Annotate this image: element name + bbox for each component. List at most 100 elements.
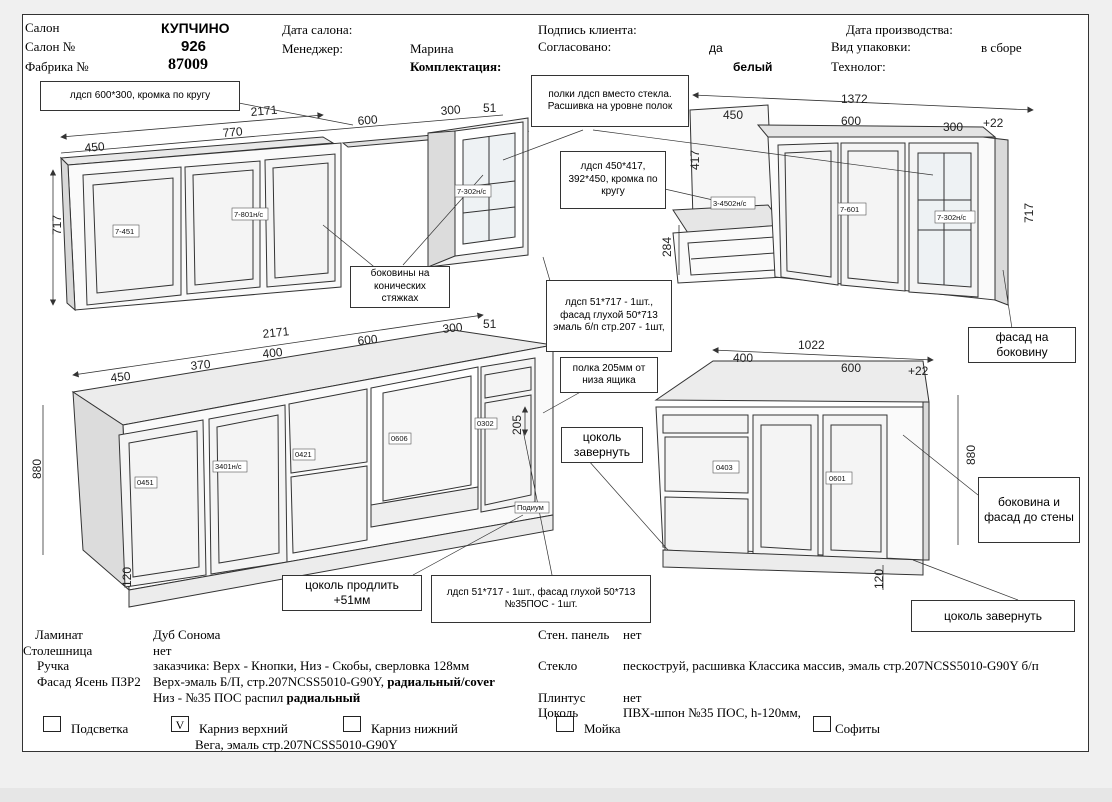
plinth-value: нет — [623, 690, 642, 705]
dim-top-right-450: 450 — [723, 108, 743, 122]
packing-label: Вид упаковки: — [831, 39, 911, 54]
agreed-label: Согласовано: — [538, 39, 612, 54]
tag-0606: 0606 — [391, 434, 408, 443]
dim-bot-left-51: 51 — [483, 317, 497, 331]
dim-top-left-300: 300 — [440, 102, 461, 118]
factory-value: 87009 — [168, 56, 208, 73]
dim-bot-left-300: 300 — [442, 320, 464, 336]
note-plinth-wrap-1: цоколь завернуть — [561, 427, 643, 463]
lower-right-base-cabinets — [654, 360, 930, 576]
laminate-label: Ламинат — [35, 627, 83, 642]
tag-0451: 0451 — [137, 478, 154, 487]
dim-bot-right-22: +22 — [908, 364, 929, 378]
cornice-top-checkbox[interactable]: V — [171, 716, 189, 732]
tag-34502: 3-4502н/с — [713, 199, 747, 208]
note-ldsp-450x417: лдсп 450*417, 392*450, кромка по кругу — [560, 151, 666, 209]
tag-3401: 3401н/с — [215, 462, 242, 471]
tag-7302a: 7-302н/с — [457, 187, 486, 196]
salon-value: КУПЧИНО — [161, 20, 230, 36]
wall-panel-value: нет — [623, 627, 642, 642]
glass-value: пескоструй, расшивка Классика массив, эм… — [623, 658, 1039, 673]
cornice-bottom-checkbox[interactable] — [343, 716, 361, 732]
upper-right-cabinets — [672, 104, 1009, 306]
tag-0601: 0601 — [829, 474, 846, 483]
note-conical-ties: боковины на конических стяжках — [350, 266, 450, 308]
dim-top-right-300: 300 — [943, 120, 963, 134]
packing-value: в сборе — [981, 40, 1022, 55]
manager-value: Марина — [410, 41, 454, 56]
note-ldsp-51x717-bottom: лдсп 51*717 - 1шт., фасад глухой 50*713 … — [431, 575, 651, 623]
handle-label: Ручка — [37, 658, 70, 673]
glass-label: Стекло — [538, 658, 578, 673]
dim-top-right-417: 417 — [688, 150, 702, 170]
production-date-label: Дата производства: — [846, 22, 953, 37]
manager-label: Менеджер: — [282, 41, 344, 56]
socle-value: ПВХ-шпон №35 ПОС, h-120мм, — [623, 705, 801, 720]
laminate-value: Дуб Сонома — [153, 627, 221, 642]
note-ldsp-shelves: полки лдсп вместо стекла. Расшивка на ур… — [531, 75, 689, 127]
note-shelf-205: полка 205мм от низа ящика — [560, 357, 658, 393]
sink-checkbox[interactable] — [556, 716, 574, 732]
tag-0302: 0302 — [477, 419, 494, 428]
plinth-label: Плинтус — [538, 690, 586, 705]
backlight-label: Подсветка — [71, 721, 129, 736]
dim-top-left-600: 600 — [357, 112, 378, 128]
top-value: нет — [153, 643, 172, 658]
dim-bot-right-400: 400 — [733, 351, 753, 365]
dim-top-left-450: 450 — [84, 139, 105, 155]
tag-7601: 7-601 — [840, 205, 859, 214]
dim-top-right-600: 600 — [841, 114, 861, 128]
note-plinth-wrap-2: цоколь завернуть — [911, 600, 1075, 632]
dim-top-right-22: +22 — [983, 116, 1004, 130]
tag-7302b: 7-302н/с — [937, 213, 966, 222]
dim-bot-left-205: 205 — [510, 415, 524, 435]
bottom-strip — [0, 788, 1112, 802]
note-ldsp-600x300: лдсп 600*300, кромка по кругу — [40, 81, 240, 111]
note-plinth-extend: цоколь продлить +51мм — [282, 575, 422, 611]
salon-no-value: 926 — [181, 38, 207, 55]
lower-left-base-cabinets — [71, 329, 554, 608]
dim-bot-right-h: 880 — [964, 445, 978, 465]
dim-top-left-total: 2171 — [250, 103, 278, 119]
color-fragment: белый — [733, 60, 773, 74]
tag-7451: 7-451 — [115, 227, 134, 236]
kit-label: Комплектация: — [410, 59, 502, 74]
tag-0403: 0403 — [716, 463, 733, 472]
note-facade-side: фасад на боковину — [968, 327, 1076, 363]
kitchen-drawing: 2171 450 770 600 300 51 717 1372 450 600… — [30, 92, 1036, 608]
cornice-bottom-label: Карниз нижний — [371, 721, 458, 736]
dim-bot-left-400: 400 — [262, 345, 284, 361]
soffits-checkbox[interactable] — [813, 716, 831, 732]
tag-7801: 7-801н/с — [234, 210, 263, 219]
salon-no-label: Салон № — [25, 39, 76, 54]
handle-value: заказчика: Верх - Кнопки, Низ - Скобы, с… — [153, 658, 470, 673]
note-ldsp-51x717-top: лдсп 51*717 - 1шт., фасад глухой 50*713 … — [546, 280, 672, 352]
client-sign-label: Подпись клиента: — [538, 22, 637, 37]
facade-value-1: Верх-эмаль Б/П, стр.207NCSS5010-G90Y, ра… — [153, 674, 495, 689]
dim-bot-left-total: 2171 — [262, 324, 290, 341]
facade-label: Фасад Ясень ПЗР2 — [37, 674, 141, 689]
cornice-top-label: Карниз верхний — [199, 721, 288, 736]
top-label: Столешница — [23, 643, 93, 658]
dim-top-right-284: 284 — [660, 237, 674, 257]
soffits-label: Софиты — [835, 721, 880, 736]
dim-bot-left-600: 600 — [357, 332, 379, 348]
agreed-value: да — [709, 41, 723, 55]
technologist-label: Технолог: — [831, 59, 886, 74]
salon-label: Салон — [25, 20, 60, 35]
cornice-top-value: Вега, эмаль стр.207NCSS5010-G90Y — [195, 737, 398, 752]
wall-panel-label: Стен. панель — [538, 627, 610, 642]
socle-label: Цоколь — [538, 705, 579, 720]
dim-top-left-h: 717 — [50, 215, 64, 235]
dim-top-right-h: 717 — [1022, 203, 1036, 223]
factory-label: Фабрика № — [25, 59, 89, 74]
note-side-to-wall: боковина и фасад до стены — [978, 477, 1080, 543]
dim-bot-right-plinth: 120 — [872, 569, 886, 589]
order-sheet: Салон КУПЧИНО Салон № 926 Фабрика № 8700… — [22, 14, 1089, 752]
dim-bot-right-total: 1022 — [798, 338, 825, 352]
facade-value-2: Низ - №35 ПОС распил радиальный — [153, 690, 361, 705]
dim-bot-right-600: 600 — [841, 361, 861, 375]
dim-bot-left-h: 880 — [30, 459, 44, 479]
backlight-checkbox[interactable] — [43, 716, 61, 732]
dim-top-left-51: 51 — [483, 101, 497, 115]
